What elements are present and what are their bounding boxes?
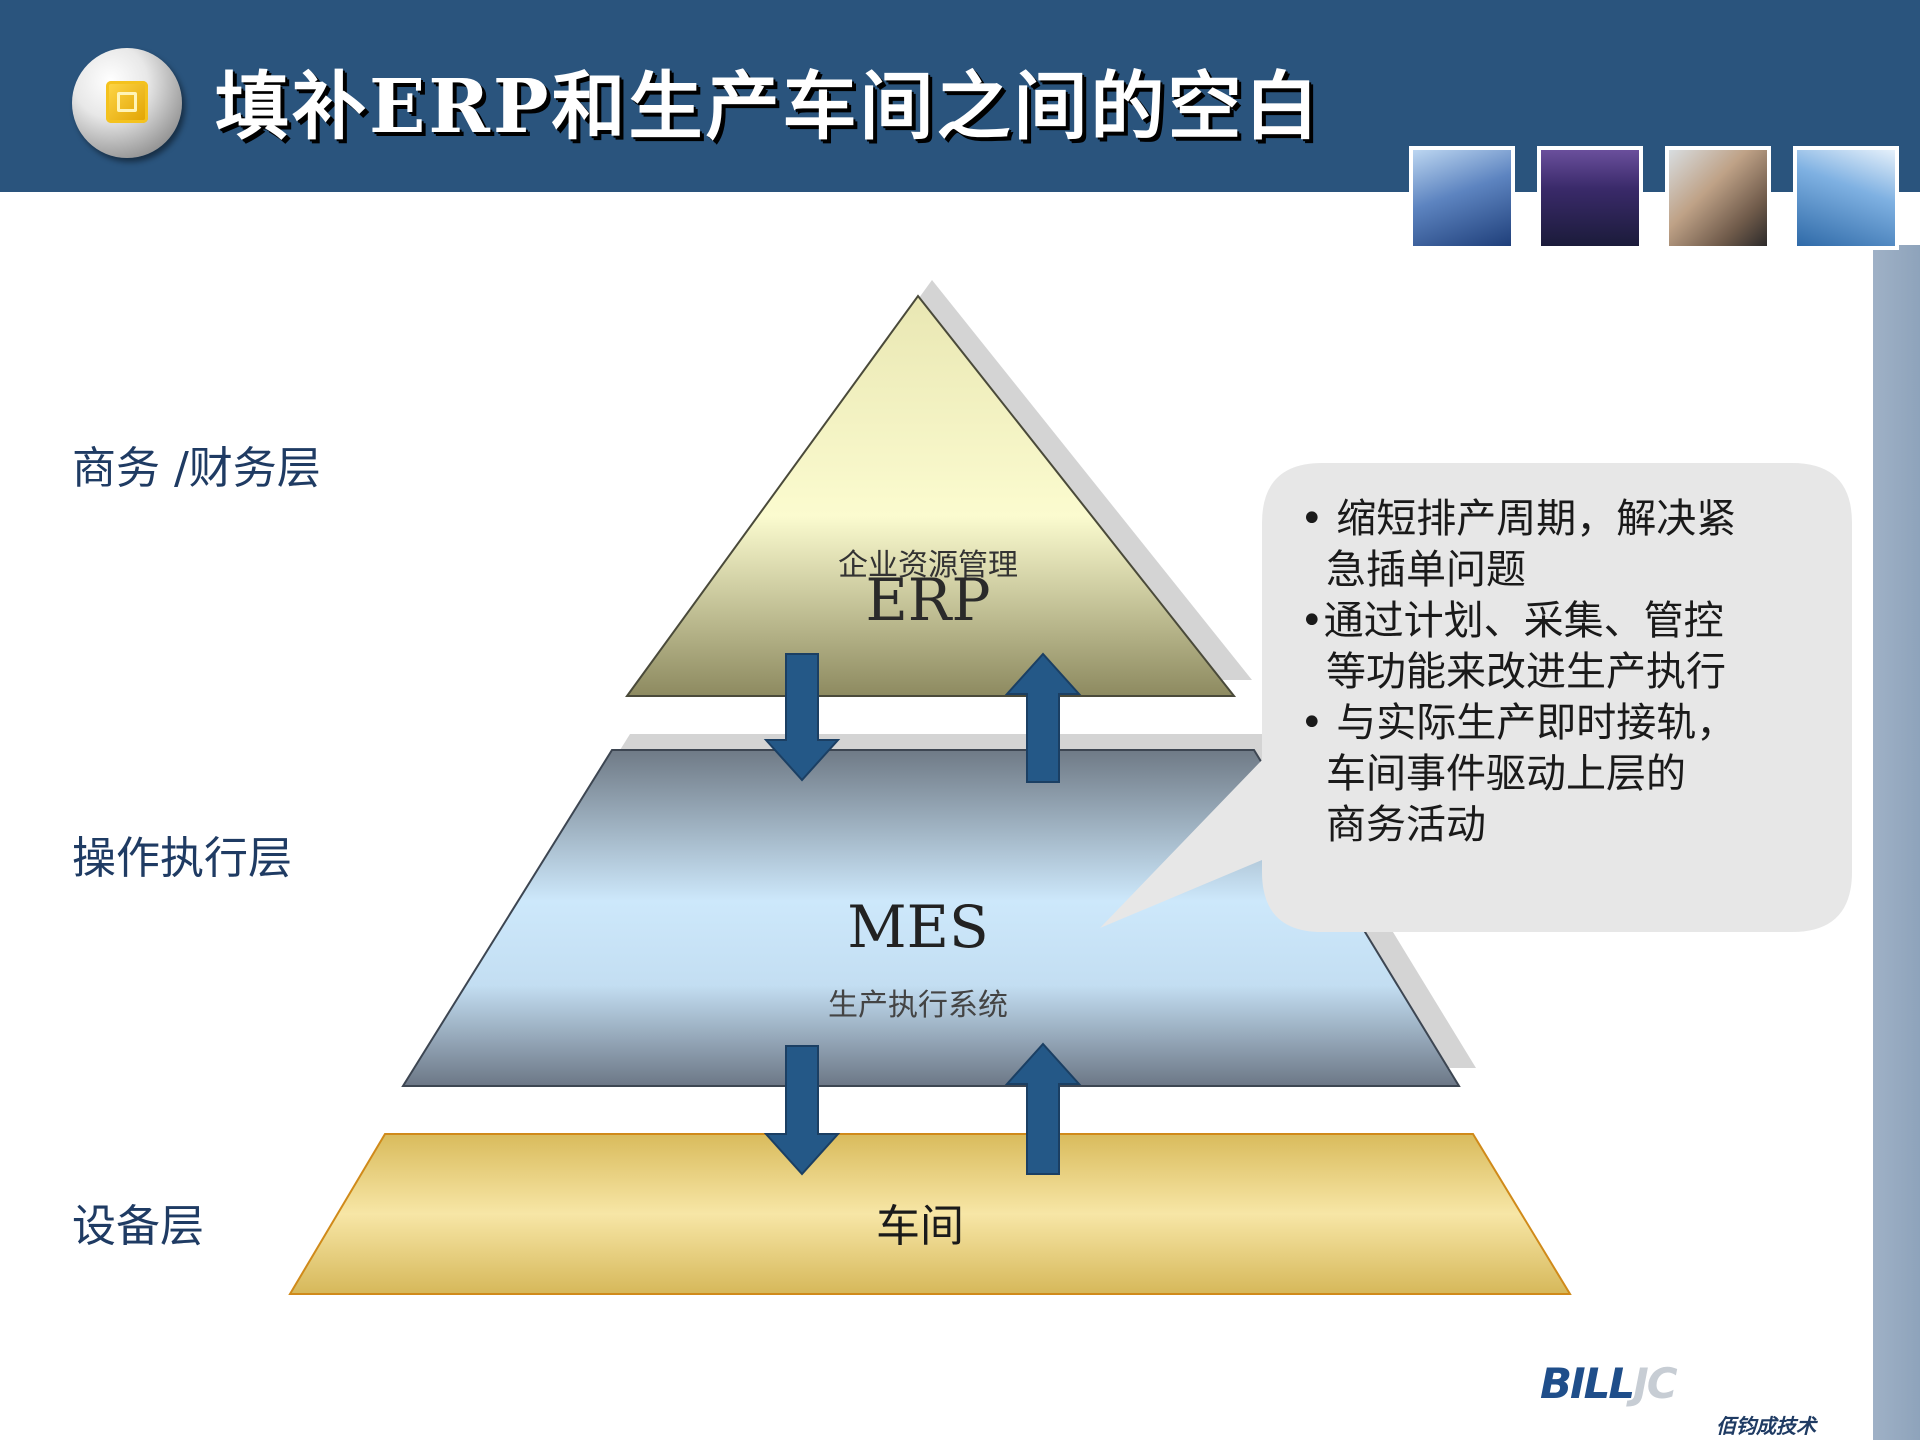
- title-badge-icon: [72, 48, 182, 158]
- callout-line: 车间事件驱动上层的: [1326, 751, 1686, 797]
- erp-subtitle: 企业资源管理: [838, 548, 1018, 583]
- logo-mark-tail: JC: [1633, 1359, 1677, 1408]
- building-photo-icon: [1409, 146, 1515, 250]
- callout-bubble: [1100, 463, 1852, 932]
- callout-line: • 与实际生产即时接轨，: [1300, 700, 1737, 746]
- workshop-label: 车间: [876, 1201, 964, 1252]
- logo-mark: BILL: [1540, 1359, 1635, 1408]
- company-logo: BILLJC 佰钧成技术: [1540, 1359, 1840, 1439]
- erp-label: ERP: [865, 566, 991, 634]
- callout-line: 急插单问题: [1326, 547, 1526, 593]
- city-night-photo-icon: [1537, 146, 1643, 250]
- layer-label-equipment: 设备层: [72, 1201, 204, 1252]
- up-arrow-mes-to-erp: [1004, 652, 1082, 783]
- callout-text: • 缩短排产周期，解决紧 急插单问题 •通过计划、采集、管控 等功能来改进生产执…: [1300, 494, 1820, 851]
- businessman-phone-photo-icon: [1665, 146, 1771, 250]
- mes-label: MES: [847, 893, 989, 961]
- layer-label-business: 商务 /财务层: [72, 443, 321, 494]
- down-arrow-mes-to-workshop: [763, 1045, 841, 1176]
- workshop-trapezoid: [288, 1133, 1572, 1295]
- erp-triangle: [625, 294, 1237, 697]
- callout-line: •通过计划、采集、管控: [1300, 598, 1724, 644]
- logo-subtitle: 佰钧成技术: [1716, 1414, 1816, 1438]
- down-arrow-erp-to-mes: [763, 653, 841, 782]
- mes-subtitle: 生产执行系统: [828, 988, 1008, 1023]
- callout-line: 商务活动: [1326, 802, 1486, 848]
- layer-label-operation: 操作执行层: [72, 833, 292, 884]
- callout-line: 等功能来改进生产执行: [1326, 649, 1726, 695]
- skyscraper-photo-icon: [1793, 146, 1899, 250]
- up-arrow-workshop-to-mes: [1004, 1042, 1082, 1175]
- page-title: 填补ERP和生产车间之间的空白: [215, 64, 1322, 150]
- right-side-strip: [1873, 245, 1920, 1440]
- callout-line: • 缩短排产周期，解决紧: [1300, 496, 1737, 542]
